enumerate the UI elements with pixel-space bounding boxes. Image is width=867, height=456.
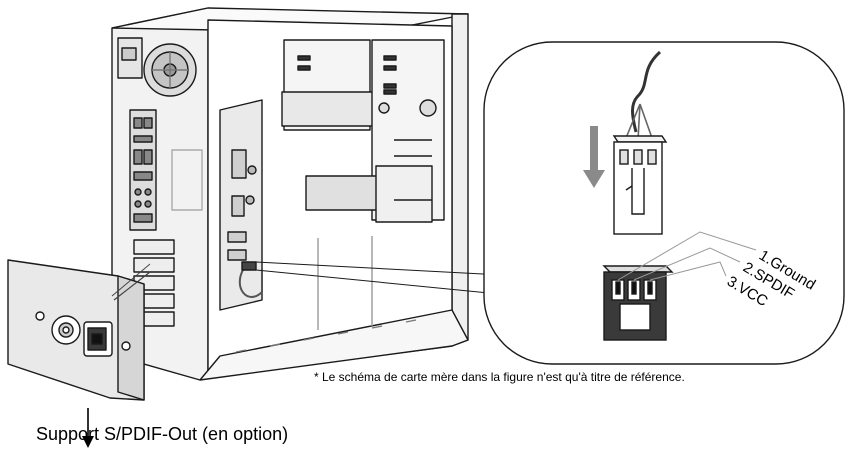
drive-tray	[375, 165, 433, 223]
pin-leaders	[617, 231, 757, 281]
spdif-bracket	[7, 259, 145, 401]
spdif-header-on-board	[241, 261, 257, 271]
hard-drive	[305, 175, 381, 211]
zoom-bubble: 1.Ground 2.SPDIF 3.VCC	[483, 41, 845, 365]
pc-case	[111, 7, 469, 381]
reference-note: * Le schéma de carte mère dans la figure…	[314, 370, 685, 384]
bracket-screw-hole	[121, 341, 131, 351]
spdif-cable-in-case	[238, 267, 263, 298]
floor-marks	[235, 319, 417, 353]
optical-drive	[281, 91, 379, 127]
spdif-cable-plug	[612, 135, 668, 235]
bracket-screw-hole	[35, 311, 45, 321]
psu-socket	[121, 47, 137, 61]
spdif-header	[602, 265, 674, 341]
expansion-slot	[133, 239, 175, 255]
case-floor	[199, 309, 469, 381]
bracket-caption: Support S/PDIF-Out (en option)	[36, 424, 289, 444]
case-front-edge	[451, 13, 469, 347]
insert-arrow	[583, 126, 605, 188]
bracket-cable	[113, 271, 151, 301]
expansion-slot	[133, 257, 175, 273]
vent-holes	[171, 149, 203, 211]
zoom-bubble-frame	[483, 41, 845, 365]
io-shield	[129, 109, 157, 231]
down-arrow	[82, 408, 94, 448]
